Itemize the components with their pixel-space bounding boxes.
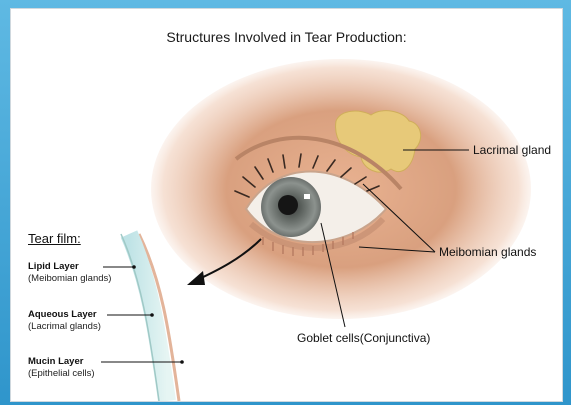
aqueous-leader-dot (150, 313, 154, 317)
meibomian-glands-label: Meibomian glands (439, 245, 536, 259)
lipid-layer-source: (Meibomian glands) (28, 273, 111, 285)
aqueous-layer-label: Aqueous Layer (Lacrimal glands) (28, 309, 101, 333)
goblet-cells-label: Goblet cells(Conjunctiva) (297, 331, 430, 345)
lipid-layer-label: Lipid Layer (Meibomian glands) (28, 261, 111, 285)
mucin-layer-name: Mucin Layer (28, 356, 95, 368)
eye-illustration (11, 9, 562, 401)
aqueous-layer-name: Aqueous Layer (28, 309, 101, 321)
pupil (278, 195, 298, 215)
tear-film-title: Tear film: (28, 231, 81, 246)
aqueous-layer-source: (Lacrimal glands) (28, 321, 101, 333)
lacrimal-gland-label: Lacrimal gland (473, 143, 551, 157)
mucin-layer-label: Mucin Layer (Epithelial cells) (28, 356, 95, 380)
mucin-layer-source: (Epithelial cells) (28, 368, 95, 380)
lipid-leader-dot (132, 265, 136, 269)
eye-reflection (304, 194, 310, 199)
lipid-layer-name: Lipid Layer (28, 261, 111, 273)
mucin-leader-dot (180, 360, 184, 364)
slide: Structures Involved in Tear Production: (10, 8, 563, 402)
tear-film-arrowhead (187, 271, 205, 285)
tear-film-aqueous-layer (129, 234, 167, 401)
